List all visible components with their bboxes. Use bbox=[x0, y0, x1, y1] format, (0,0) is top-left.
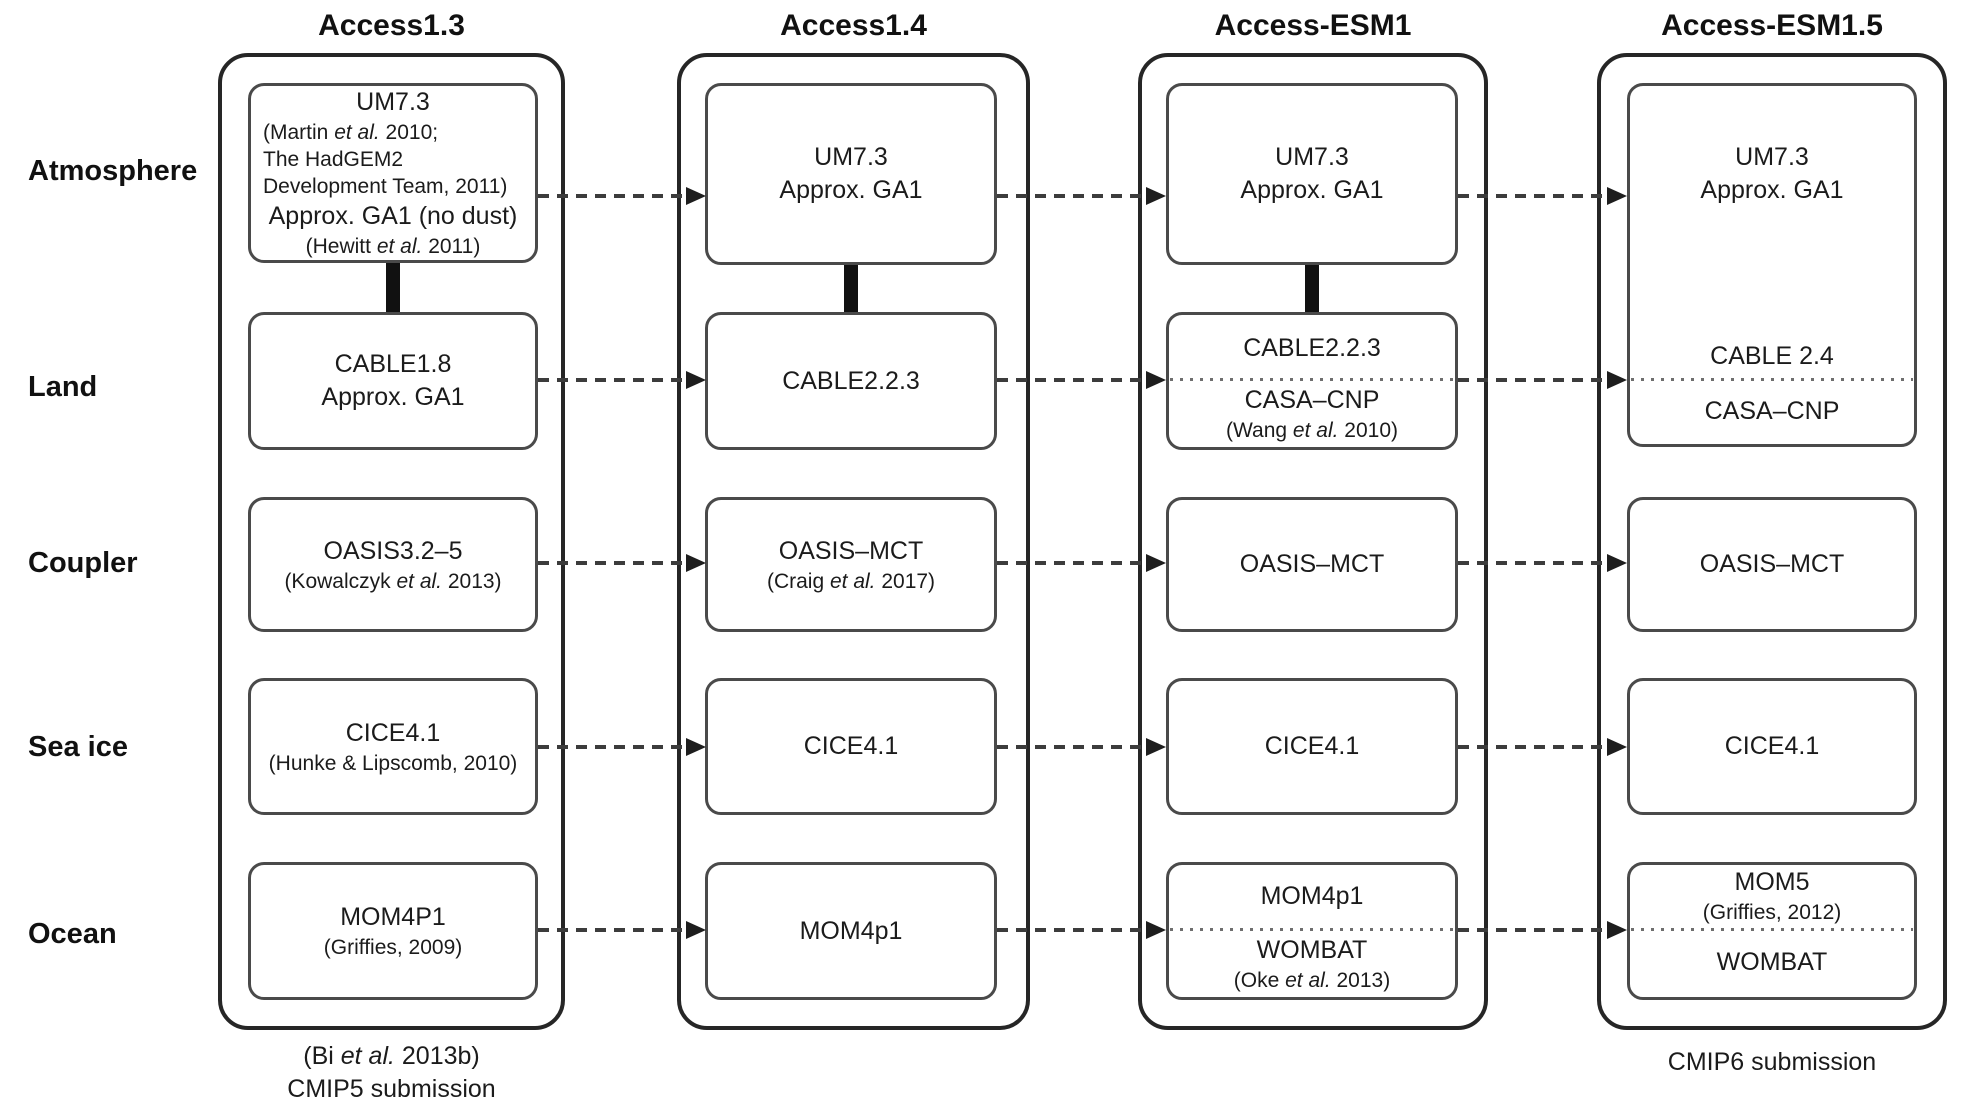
ocean-lower-text: WOMBAT bbox=[1716, 947, 1828, 976]
arrow-dash-ocean-3to4 bbox=[1458, 928, 1607, 932]
row-label-coupler: Coupler bbox=[28, 547, 138, 579]
land-upper-text: CABLE 2.4 bbox=[1710, 341, 1834, 370]
arrow-head-ocean-3to4 bbox=[1607, 921, 1627, 939]
arrow-dash-ocean-1to2 bbox=[538, 928, 687, 932]
atm-land-connector-access1-3 bbox=[386, 262, 400, 312]
arrow-head-land-2to3 bbox=[1146, 371, 1166, 389]
arrow-head-land-3to4 bbox=[1607, 371, 1627, 389]
divider-access-esm1-5-ocean bbox=[1631, 928, 1913, 931]
row-label-land: Land bbox=[28, 371, 98, 403]
row-label-sea-ice: Sea ice bbox=[28, 731, 128, 763]
arrow-dash-sea-ice-2to3 bbox=[997, 745, 1148, 749]
arrow-dash-atmosphere-3to4 bbox=[1458, 194, 1607, 198]
divider-access-esm1-land bbox=[1170, 378, 1454, 381]
arrow-dash-coupler-3to4 bbox=[1458, 561, 1607, 565]
land-lower-text: CASA–CNP(Wang et al. 2010) bbox=[1226, 386, 1398, 442]
row-label-atmosphere: Atmosphere bbox=[28, 155, 198, 187]
node-access1-3-sea-ice: CICE4.1(Hunke & Lipscomb, 2010) bbox=[248, 678, 538, 815]
arrow-dash-ocean-2to3 bbox=[997, 928, 1148, 932]
node-access-esm1-5-coupler: OASIS–MCT bbox=[1627, 497, 1917, 632]
node-access1-4-land: CABLE2.2.3 bbox=[705, 312, 997, 450]
column-title-access-esm1: Access-ESM1 bbox=[1214, 9, 1412, 42]
arrow-head-atmosphere-1to2 bbox=[686, 187, 706, 205]
node-access1-4-coupler: OASIS–MCT(Craig et al. 2017) bbox=[705, 497, 997, 632]
arrow-head-atmosphere-2to3 bbox=[1146, 187, 1166, 205]
atm-land-connector-access-esm1 bbox=[1305, 264, 1319, 312]
caption-cmip5: (Bi et al. 2013b)CMIP5 submission bbox=[287, 1042, 496, 1103]
ocean-upper-text: MOM5(Griffies, 2012) bbox=[1702, 868, 1842, 924]
arrow-dash-atmosphere-2to3 bbox=[997, 194, 1148, 198]
land-upper-text: CABLE2.2.3 bbox=[1243, 333, 1381, 362]
arrow-head-sea-ice-3to4 bbox=[1607, 738, 1627, 756]
node-access1-4-sea-ice: CICE4.1 bbox=[705, 678, 997, 815]
node-access-esm1-land: CABLE2.2.3 CASA–CNP(Wang et al. 2010) bbox=[1166, 312, 1458, 450]
arrow-dash-coupler-2to3 bbox=[997, 561, 1148, 565]
arrow-head-ocean-1to2 bbox=[686, 921, 706, 939]
node-access-esm1-5-ocean: MOM5(Griffies, 2012) WOMBAT bbox=[1627, 862, 1917, 1000]
arrow-head-land-1to2 bbox=[686, 371, 706, 389]
caption-cmip6: CMIP6 submission bbox=[1667, 1048, 1877, 1076]
arrow-head-atmosphere-3to4 bbox=[1607, 187, 1627, 205]
column-title-access1-3: Access1.3 bbox=[318, 9, 465, 42]
arrow-dash-land-2to3 bbox=[997, 378, 1148, 382]
column-title-access1-4: Access1.4 bbox=[780, 9, 927, 42]
divider-access-esm1-ocean bbox=[1170, 928, 1454, 931]
node-access1-4-ocean: MOM4p1 bbox=[705, 862, 997, 1000]
land-lower-text: CASA–CNP bbox=[1704, 396, 1840, 425]
ocean-lower-text: WOMBAT(Oke et al. 2013) bbox=[1233, 936, 1391, 992]
node-access-esm1-5-sea-ice: CICE4.1 bbox=[1627, 678, 1917, 815]
node-access-esm1-ocean: MOM4p1 WOMBAT(Oke et al. 2013) bbox=[1166, 862, 1458, 1000]
arrow-dash-coupler-1to2 bbox=[538, 561, 687, 565]
node-access1-3-coupler: OASIS3.2–5(Kowalczyk et al. 2013) bbox=[248, 497, 538, 632]
ocean-upper-text: MOM4p1 bbox=[1260, 881, 1364, 910]
arrow-head-coupler-2to3 bbox=[1146, 554, 1166, 572]
column-title-access-esm1-5: Access-ESM1.5 bbox=[1661, 9, 1883, 42]
arrow-dash-land-3to4 bbox=[1458, 378, 1607, 382]
node-access1-3-ocean: MOM4P1(Griffies, 2009) bbox=[248, 862, 538, 1000]
node-access-esm1-sea-ice: CICE4.1 bbox=[1166, 678, 1458, 815]
row-label-ocean: Ocean bbox=[28, 918, 117, 950]
divider-access-esm1-5-land bbox=[1631, 378, 1913, 381]
arrow-head-ocean-2to3 bbox=[1146, 921, 1166, 939]
atm-land-connector-access1-4 bbox=[844, 264, 858, 312]
arrow-head-coupler-3to4 bbox=[1607, 554, 1627, 572]
node-access-esm1-coupler: OASIS–MCT bbox=[1166, 497, 1458, 632]
arrow-dash-sea-ice-1to2 bbox=[538, 745, 687, 749]
arrow-dash-sea-ice-3to4 bbox=[1458, 745, 1607, 749]
arrow-head-sea-ice-1to2 bbox=[686, 738, 706, 756]
arrow-head-sea-ice-2to3 bbox=[1146, 738, 1166, 756]
arrow-dash-atmosphere-1to2 bbox=[538, 194, 687, 198]
arrow-head-coupler-1to2 bbox=[686, 554, 706, 572]
arrow-dash-land-1to2 bbox=[538, 378, 687, 382]
